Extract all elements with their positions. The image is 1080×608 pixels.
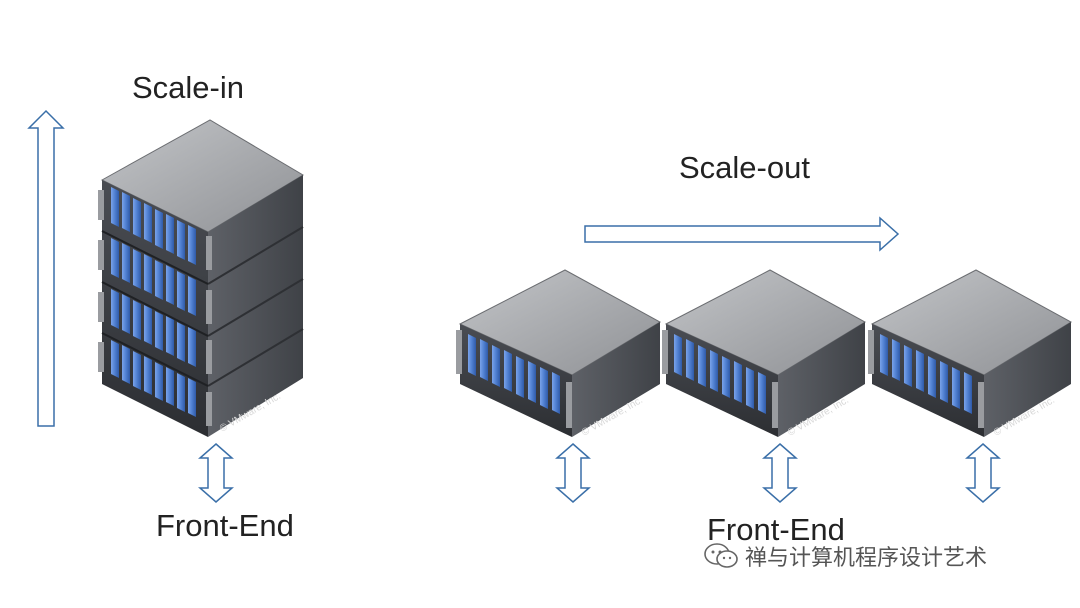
drive-bay-row — [111, 289, 196, 367]
wechat-icon — [704, 543, 738, 568]
front-end-label-left: Front-End — [156, 508, 294, 543]
front-end-arrow-2 — [762, 443, 798, 503]
server-unit-1: © VMware, Inc. — [456, 269, 662, 439]
drive-bay-row — [111, 340, 196, 417]
server-unit-2: © VMware, Inc. — [662, 269, 866, 439]
front-end-arrow-left — [198, 443, 234, 503]
server-unit-3: © VMware, Inc. — [868, 269, 1072, 439]
server-stack-tall: © VMware, Inc. — [98, 119, 304, 437]
scale-in-label: Scale-in — [132, 70, 244, 105]
front-end-arrow-3 — [965, 443, 1001, 503]
scale-out-label: Scale-out — [679, 150, 810, 185]
watermark-text: 禅与计算机程序设计艺术 — [745, 546, 988, 571]
front-end-arrow-1 — [555, 443, 591, 503]
watermark: 禅与计算机程序设计艺术 — [703, 540, 987, 572]
scale-in-arrow — [27, 109, 65, 427]
drive-bay-row — [111, 187, 196, 265]
front-end-label-right: Front-End — [707, 512, 845, 547]
scale-out-arrow — [584, 216, 900, 252]
drive-bay-row — [111, 238, 196, 316]
